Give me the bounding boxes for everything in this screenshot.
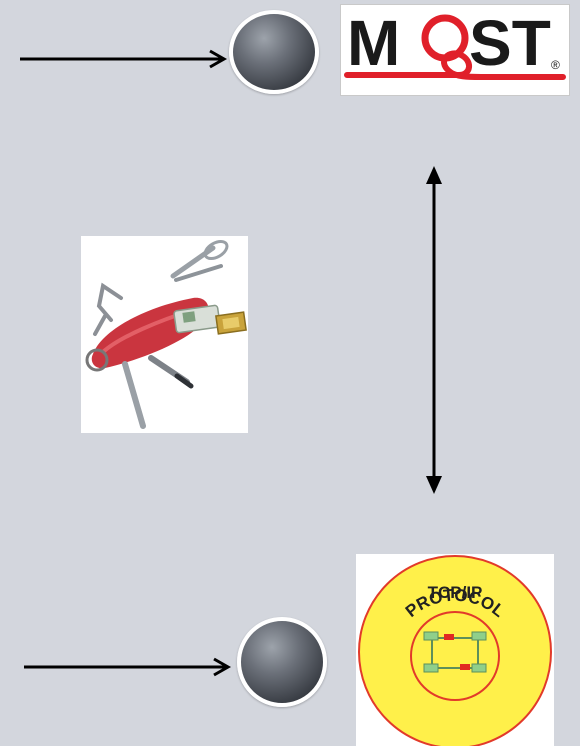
- swiss-knife-usb-image: [81, 236, 248, 433]
- arrow-top-left: [20, 49, 228, 69]
- connector-disc-top: [229, 10, 319, 94]
- network-diagram: [423, 631, 487, 673]
- tcp-badge-line2: TCP/IP: [428, 583, 483, 602]
- connector-disc-bottom: [237, 617, 327, 707]
- most-letters-right: ST: [469, 7, 551, 79]
- arrow-bottom-left: [24, 657, 232, 677]
- most-logo-graphic: M ST ®: [344, 7, 566, 80]
- most-logo: M ST ®: [340, 4, 570, 96]
- tcp-ip-badge: PROTOCOL TCP/IP: [356, 554, 554, 746]
- registered-mark: ®: [551, 58, 560, 72]
- double-arrow-vertical: [426, 166, 442, 494]
- most-letters-left: M: [347, 7, 400, 79]
